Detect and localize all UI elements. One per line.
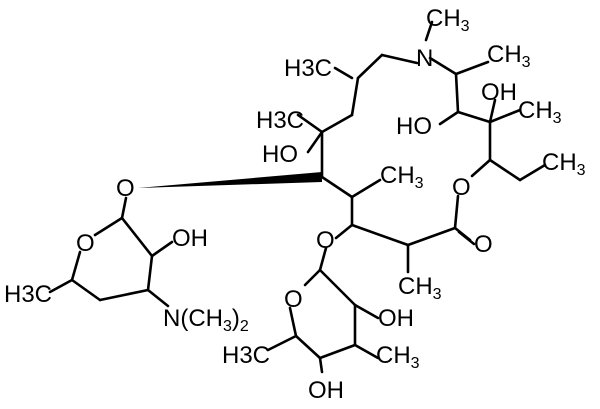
- sugar1-bonds: [48, 196, 174, 308]
- label-ho-a: HO: [262, 141, 298, 168]
- label-n-ring: N: [416, 45, 433, 72]
- label-ch3-ring-right: CH3: [518, 97, 562, 127]
- substituent-bonds: [296, 20, 547, 274]
- label-o-sugar2: O: [284, 286, 303, 313]
- sugar2-bonds: [266, 246, 380, 374]
- label-h3c-sugar2: H3C: [222, 342, 270, 369]
- label-o-sugar1: O: [76, 230, 95, 257]
- label-h3c-top: H3C: [284, 55, 332, 82]
- label-ch3-ring: CH3: [380, 162, 424, 192]
- label-oh-sugar2b: OH: [308, 377, 344, 404]
- label-oh-a: OH: [481, 79, 517, 106]
- label-o-ester: O: [452, 174, 471, 201]
- label-ho-b: HO: [396, 113, 432, 140]
- label-h3c-sugar1: H3C: [4, 281, 52, 308]
- label-oh-sugar1: OH: [172, 225, 208, 252]
- atom-labels: N CH3 CH3 H3C H3C HO HO OH CH3 O O CH3 C…: [4, 5, 586, 404]
- label-o-glyco1: O: [116, 175, 135, 202]
- label-nme2: N(CH3)2: [163, 305, 249, 335]
- glycosidic-wedge: [138, 172, 322, 188]
- label-h3c-mid: H3C: [256, 107, 304, 134]
- label-ch3-lower: CH3: [398, 273, 442, 303]
- label-ethyl-ch3: CH3: [542, 149, 586, 179]
- label-o-glyco2: O: [316, 227, 335, 254]
- label-o-carbonyl: O: [474, 231, 493, 258]
- macrocycle-bonds: [320, 53, 492, 247]
- label-ch3-sugar2: CH3: [376, 342, 420, 372]
- label-ch3-right: CH3: [487, 41, 531, 71]
- label-oh-sugar2a: OH: [378, 305, 414, 332]
- label-n-methyl: CH3: [426, 5, 470, 35]
